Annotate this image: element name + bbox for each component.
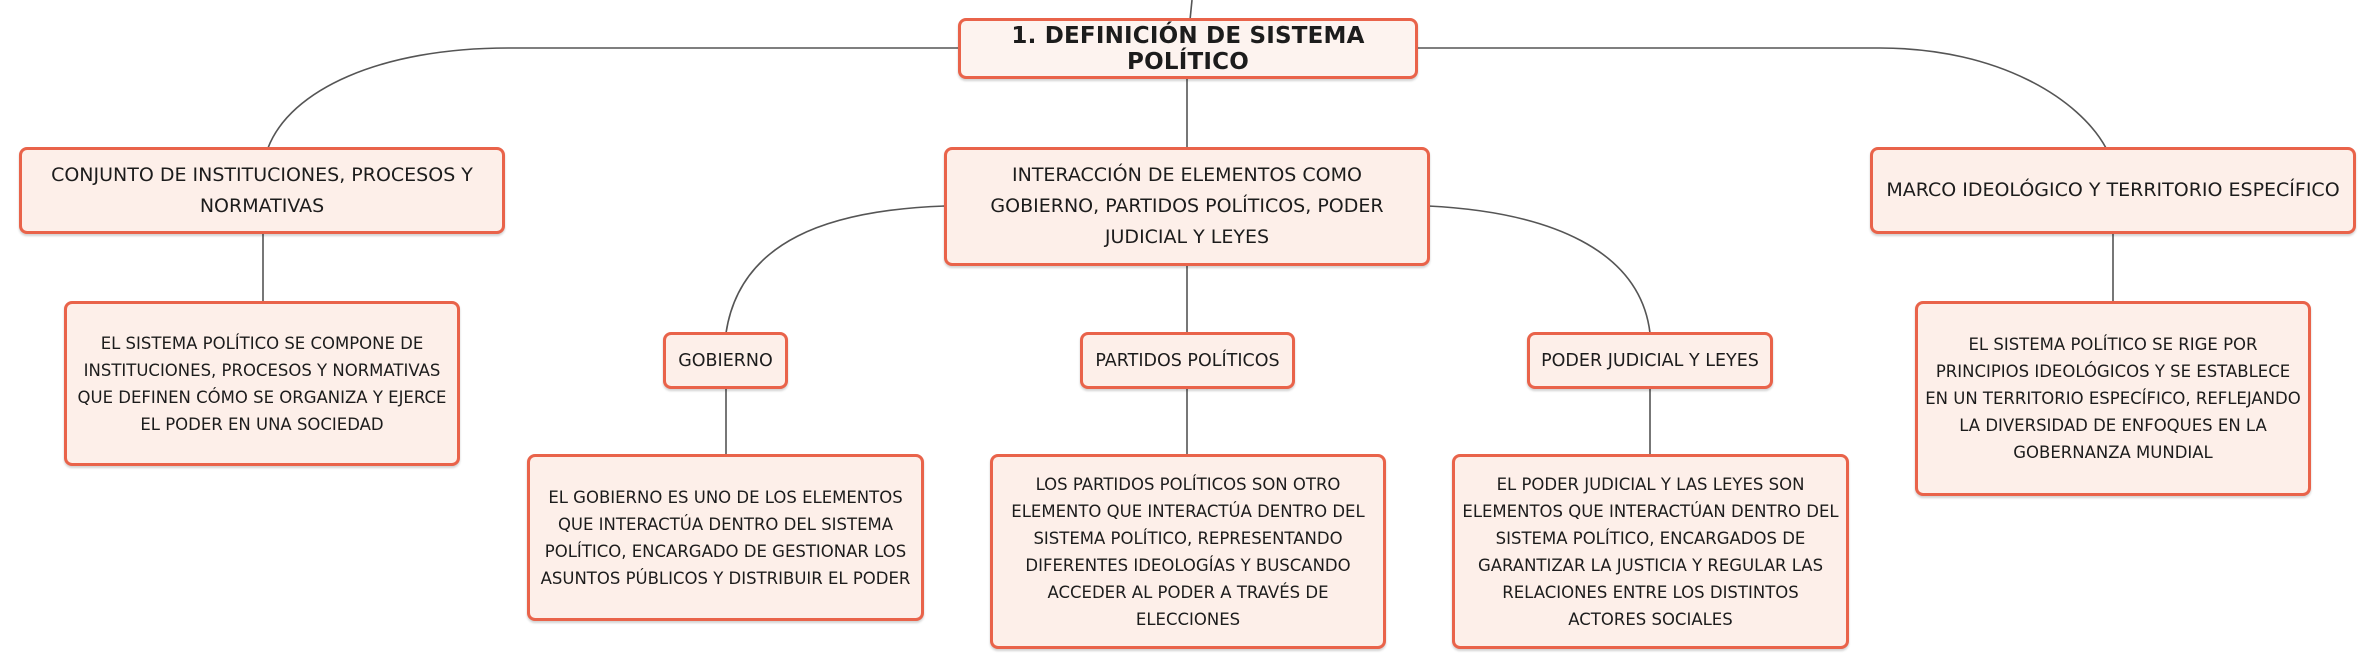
- detail-marco-ideologico-text: EL SISTEMA POLÍTICO SE RIGE POR PRINCIPI…: [1925, 335, 2301, 462]
- subtopic-poder-judicial[interactable]: PODER JUDICIAL Y LEYES: [1527, 332, 1773, 389]
- topic-marco-ideologico-label: MARCO IDEOLÓGICO Y TERRITORIO ESPECÍFICO: [1886, 179, 2340, 201]
- connector-root-right: [1415, 47, 2107, 149]
- connector-root-incoming: [1189, 0, 1193, 21]
- detail-gobierno-text: EL GOBIERNO ES UNO DE LOS ELEMENTOS QUE …: [540, 487, 911, 588]
- detail-poder-judicial[interactable]: EL PODER JUDICIAL Y LAS LEYES SON ELEMEN…: [1452, 454, 1849, 649]
- detail-instituciones[interactable]: EL SISTEMA POLÍTICO SE COMPONE DE INSTIT…: [64, 301, 460, 466]
- subtopic-gobierno-label: GOBIERNO: [678, 350, 773, 371]
- detail-marco-ideologico[interactable]: EL SISTEMA POLÍTICO SE RIGE POR PRINCIPI…: [1915, 301, 2311, 496]
- topic-instituciones-label: CONJUNTO DE INSTITUCIONES, PROCESOS Y NO…: [51, 163, 473, 217]
- connector-center-gobierno: [725, 205, 946, 334]
- detail-gobierno[interactable]: EL GOBIERNO ES UNO DE LOS ELEMENTOS QUE …: [527, 454, 924, 621]
- root-topic-label: 1. DEFINICIÓN DE SISTEMA POLÍTICO: [1011, 22, 1365, 75]
- detail-poder-judicial-text: EL PODER JUDICIAL Y LAS LEYES SON ELEMEN…: [1462, 474, 1839, 629]
- detail-instituciones-text: EL SISTEMA POLÍTICO SE COMPONE DE INSTIT…: [77, 333, 447, 434]
- topic-marco-ideologico[interactable]: MARCO IDEOLÓGICO Y TERRITORIO ESPECÍFICO: [1870, 147, 2356, 234]
- connector-root-left: [267, 47, 960, 149]
- topic-interaccion[interactable]: INTERACCIÓN DE ELEMENTOS COMO GOBIERNO, …: [944, 147, 1430, 266]
- subtopic-poder-judicial-label: PODER JUDICIAL Y LEYES: [1541, 350, 1759, 371]
- subtopic-partidos-politicos[interactable]: PARTIDOS POLÍTICOS: [1080, 332, 1295, 389]
- connector-center-poder: [1427, 205, 1651, 334]
- detail-partidos-politicos[interactable]: LOS PARTIDOS POLÍTICOS SON OTRO ELEMENTO…: [990, 454, 1386, 649]
- subtopic-partidos-politicos-label: PARTIDOS POLÍTICOS: [1095, 350, 1280, 371]
- subtopic-gobierno[interactable]: GOBIERNO: [663, 332, 788, 389]
- topic-interaccion-label: INTERACCIÓN DE ELEMENTOS COMO GOBIERNO, …: [990, 164, 1384, 248]
- topic-instituciones[interactable]: CONJUNTO DE INSTITUCIONES, PROCESOS Y NO…: [19, 147, 505, 234]
- root-topic[interactable]: 1. DEFINICIÓN DE SISTEMA POLÍTICO: [958, 18, 1418, 79]
- detail-partidos-politicos-text: LOS PARTIDOS POLÍTICOS SON OTRO ELEMENTO…: [1011, 474, 1365, 629]
